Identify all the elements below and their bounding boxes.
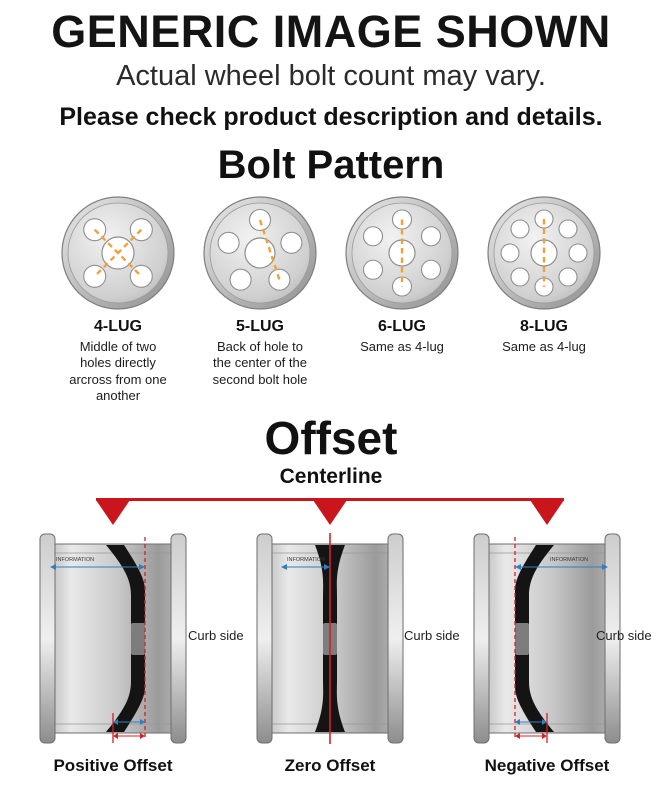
centerline-marker-icon — [313, 499, 347, 525]
rim-flange-left — [473, 533, 490, 744]
measure-dashes — [93, 228, 143, 278]
centerline-marker-icon — [530, 499, 564, 525]
offset-distance-arrow-blue — [515, 718, 547, 725]
lug-label: 4-LUG — [94, 317, 142, 335]
negative-offset-label: Negative Offset — [484, 755, 610, 775]
backspacing-arrow — [515, 563, 608, 570]
wheel-barrel — [481, 543, 613, 734]
offset-distance-arrow-red — [515, 732, 547, 739]
offset-title: Offset — [264, 412, 398, 465]
positive-offset-label: Positive Offset — [53, 755, 173, 775]
curb-side-label: Curb side — [404, 627, 460, 643]
8-lug-diagram — [487, 196, 601, 310]
wheel-info-text: INFORMATION — [287, 557, 325, 563]
rim-flange-right — [387, 533, 404, 744]
4-lug-diagram — [61, 196, 175, 310]
lug-holes — [217, 208, 303, 291]
page-note: Please check product description and det… — [59, 103, 603, 132]
rim-flange-left — [39, 533, 56, 744]
lug-holes — [500, 209, 588, 297]
wheel-info-text: INFORMATION — [56, 557, 94, 563]
centerline-label: Centerline — [279, 464, 383, 488]
lug-item-4: 4-LUG Middle of two holes directly arcro… — [47, 194, 189, 405]
lug-label: 6-LUG — [378, 317, 426, 335]
spoke-section — [106, 544, 145, 732]
wheel-info-text: INFORMATION — [550, 557, 588, 563]
lug-item-5: 5-LUG Back of hole to the center of the … — [189, 194, 331, 405]
rim-flange-right — [170, 533, 187, 744]
hub-bore — [131, 622, 145, 655]
offset-distance-arrow-red — [113, 732, 145, 739]
bolt-pattern-title: Bolt Pattern — [217, 142, 445, 187]
page-subtitle: Actual wheel bolt count may vary. — [116, 60, 546, 93]
zero-offset-label: Zero Offset — [284, 755, 376, 775]
offset-distance-arrow-blue — [113, 718, 145, 725]
lug-item-6: 6-LUG Same as 4-lug — [331, 194, 473, 405]
rim-flange-right — [604, 533, 621, 744]
bolt-pattern-row: 4-LUG Middle of two holes directly arcro… — [0, 194, 662, 405]
page-title: GENERIC IMAGE SHOWN — [51, 6, 611, 57]
lug-description: Middle of two holes directly arcross fro… — [69, 338, 167, 404]
lug-item-8: 8-LUG Same as 4-lug — [473, 194, 615, 405]
wheel-barrel — [47, 543, 179, 734]
lug-label: 5-LUG — [236, 317, 284, 335]
centerline-line — [96, 497, 564, 501]
offset-type-labels: Positive Offset Zero Offset Negative Off… — [0, 756, 662, 782]
curb-side-label: Curb side — [596, 627, 652, 643]
lug-description: Back of hole to the center of the second… — [212, 338, 308, 387]
rim-flange-left — [256, 533, 273, 744]
wheel-cross-sections: INFORMATION — [0, 531, 662, 750]
lug-label: 8-LUG — [520, 317, 568, 335]
negative-offset-wheel-diagram: INFORMATION — [473, 533, 621, 744]
hub-bore — [515, 622, 529, 655]
5-lug-diagram — [203, 196, 317, 310]
center-bore — [244, 237, 276, 269]
backspacing-arrow — [50, 563, 145, 570]
lug-description: Same as 4-lug — [360, 338, 444, 354]
zero-offset-wheel-diagram: INFORMATION — [256, 532, 404, 744]
spoke-section — [515, 544, 554, 732]
6-lug-diagram — [345, 196, 459, 310]
backspacing-arrow — [281, 563, 330, 570]
centerline-area: Centerline — [0, 465, 662, 529]
measure-dashes — [258, 219, 281, 280]
centerline-marker-icon — [96, 499, 130, 525]
curb-side-label: Curb side — [188, 627, 244, 643]
lug-description: Same as 4-lug — [502, 338, 586, 354]
positive-offset-wheel-diagram: INFORMATION — [39, 533, 187, 744]
